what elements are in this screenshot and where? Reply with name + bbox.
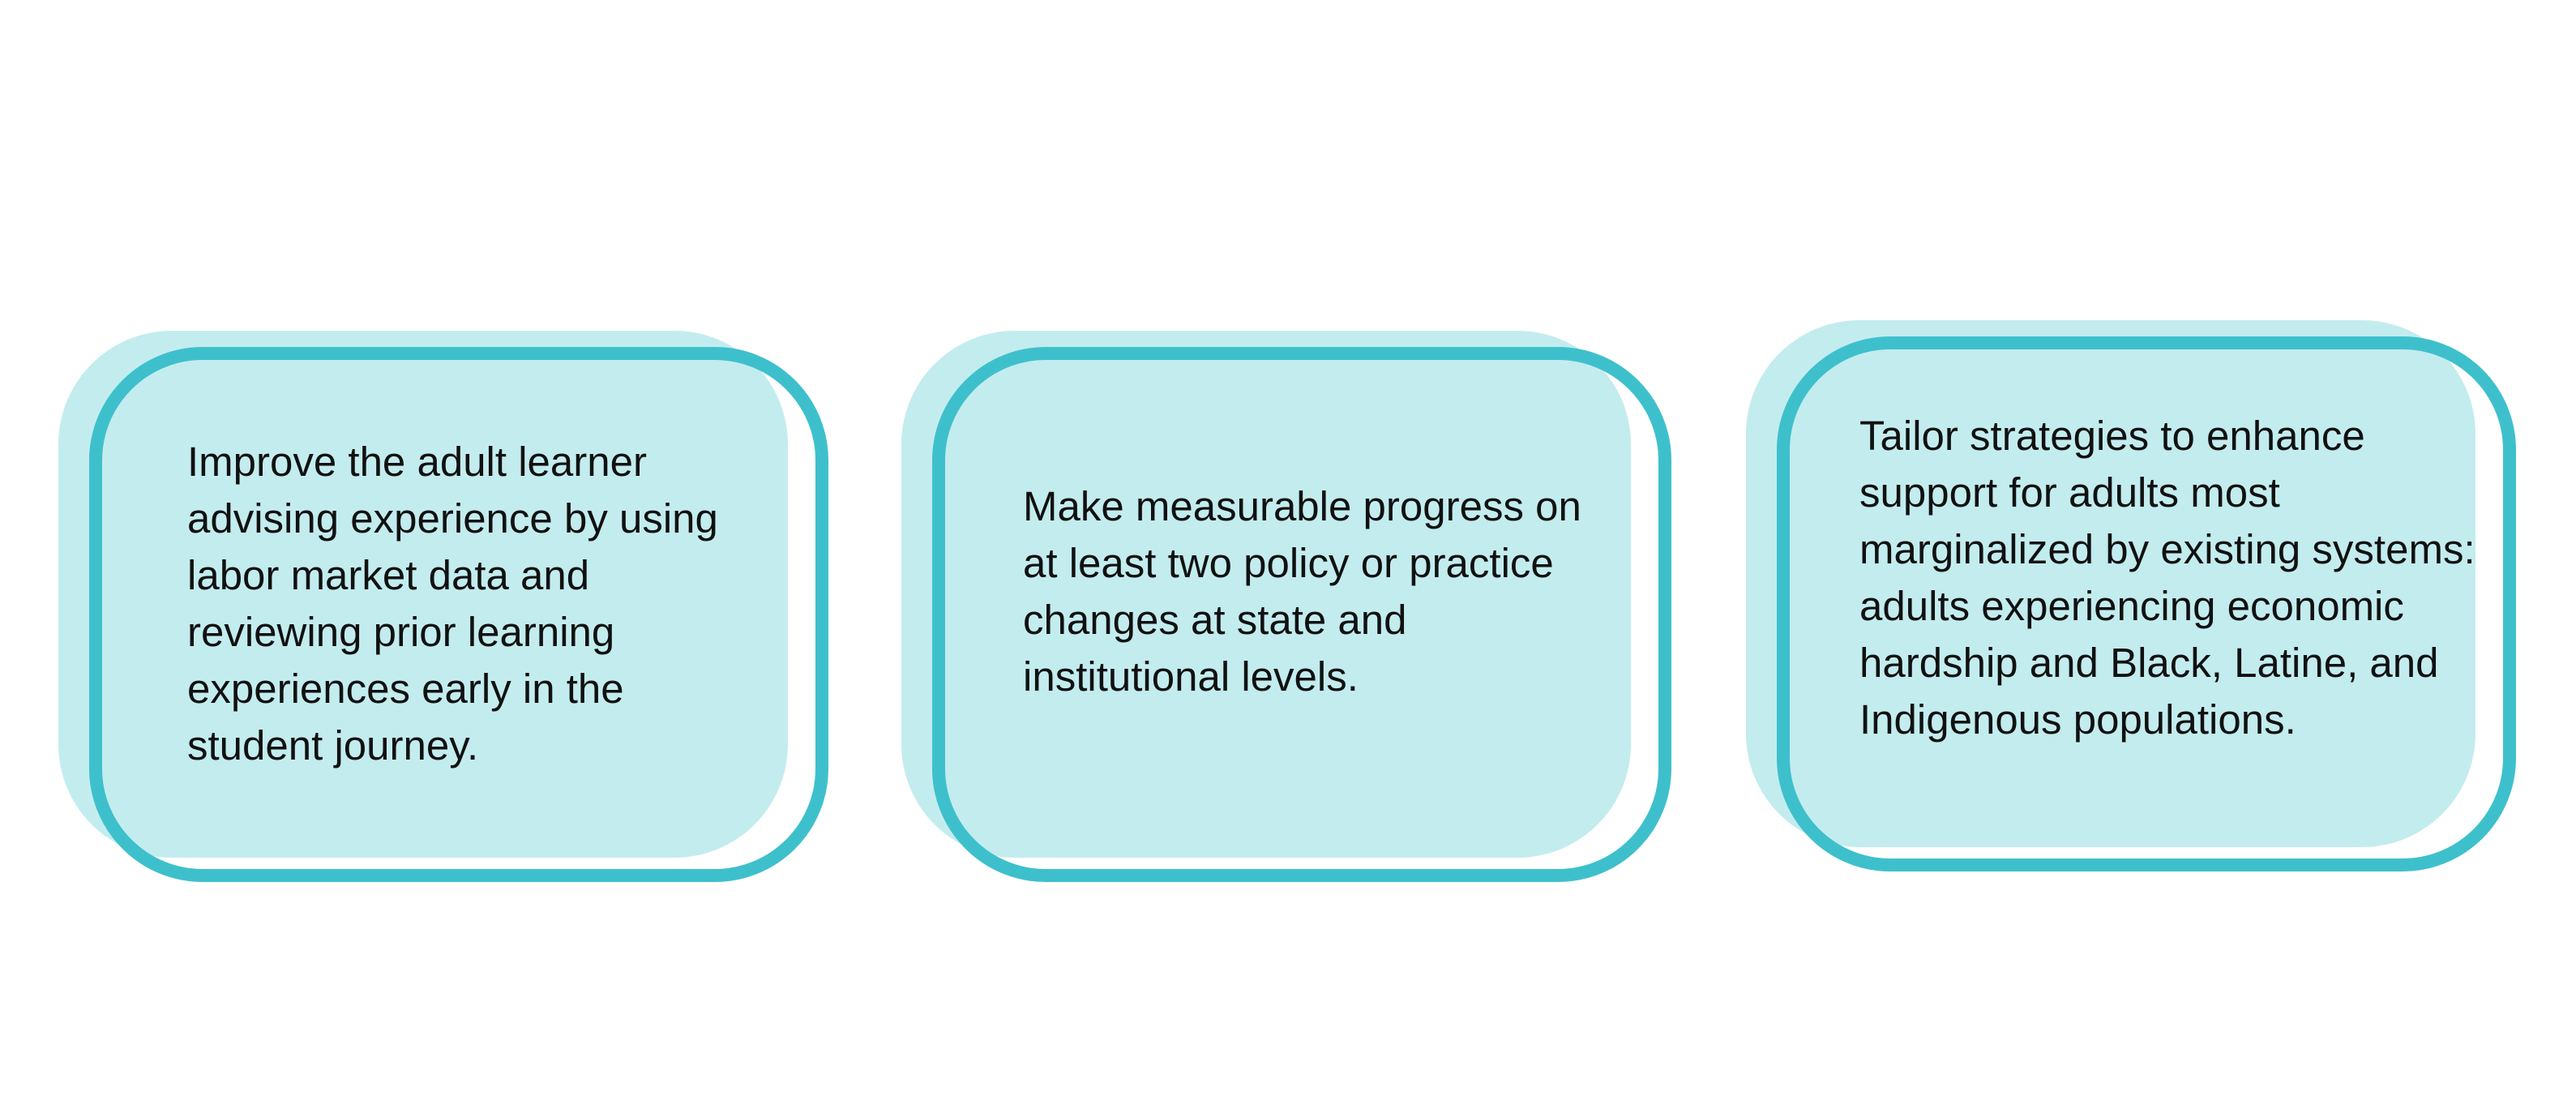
- card-outline: [1777, 336, 2516, 871]
- card-text: Improve the adult learner advising exper…: [187, 439, 718, 769]
- card-outline: [89, 347, 828, 882]
- card-text: Make measurable progress on at least two…: [1023, 483, 1581, 700]
- card-text: Tailor strategies to enhance support for…: [1859, 413, 2475, 743]
- card-outline: [932, 347, 1671, 882]
